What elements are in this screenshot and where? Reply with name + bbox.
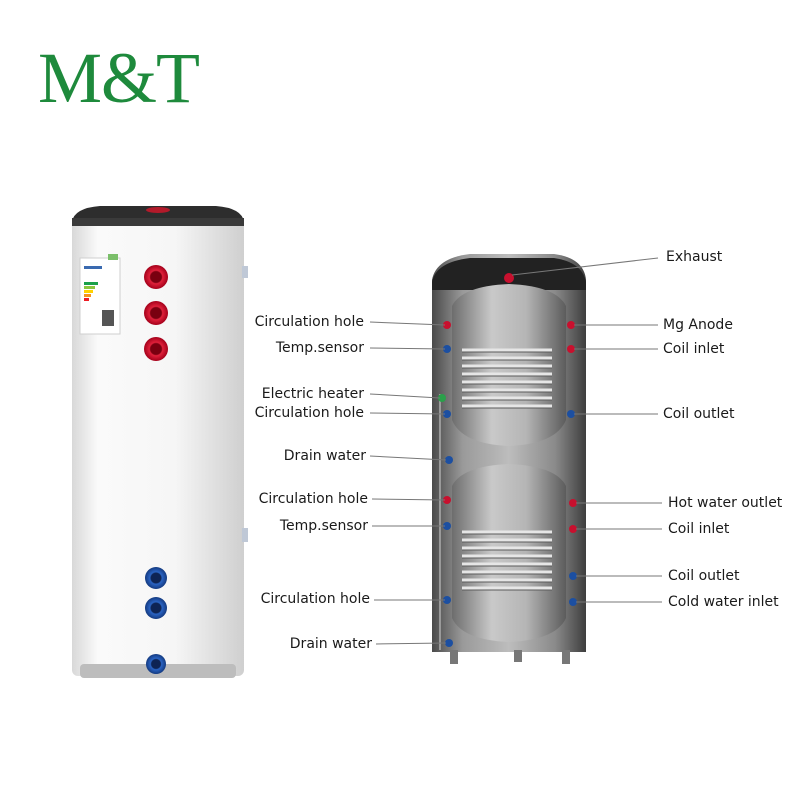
right-leader-lines — [511, 257, 662, 603]
label-electric-heater: Electric heater — [261, 386, 364, 402]
exterior-cold-fittings — [145, 567, 167, 674]
exterior-tank — [72, 206, 248, 678]
label-circulation-hole-1: Circulation hole — [254, 314, 364, 330]
label-drain-water-2: Drain water — [289, 636, 372, 652]
label-hot-water-outlet: Hot water outlet — [668, 495, 783, 511]
exterior-hot-fittings — [144, 265, 168, 361]
label-coil-inlet-2: Coil inlet — [668, 521, 730, 537]
label-exhaust: Exhaust — [666, 249, 723, 265]
brand-logo: M&T — [38, 38, 200, 118]
label-coil-outlet-1: Coil outlet — [663, 406, 735, 422]
cutaway-tank — [432, 254, 586, 664]
label-temp-sensor-1: Temp.sensor — [275, 340, 364, 356]
label-coil-inlet-1: Coil inlet — [663, 341, 725, 357]
label-cold-water-inlet: Cold water inlet — [668, 594, 779, 610]
left-leader-lines — [369, 321, 447, 645]
label-circulation-hole-4: Circulation hole — [260, 591, 370, 607]
label-circulation-hole-2: Circulation hole — [254, 405, 364, 421]
label-temp-sensor-2: Temp.sensor — [279, 518, 368, 534]
label-coil-outlet-2: Coil outlet — [668, 568, 740, 584]
label-drain-water-1: Drain water — [283, 448, 366, 464]
label-circulation-hole-3: Circulation hole — [258, 491, 368, 507]
label-mg-anode: Mg Anode — [663, 317, 733, 333]
